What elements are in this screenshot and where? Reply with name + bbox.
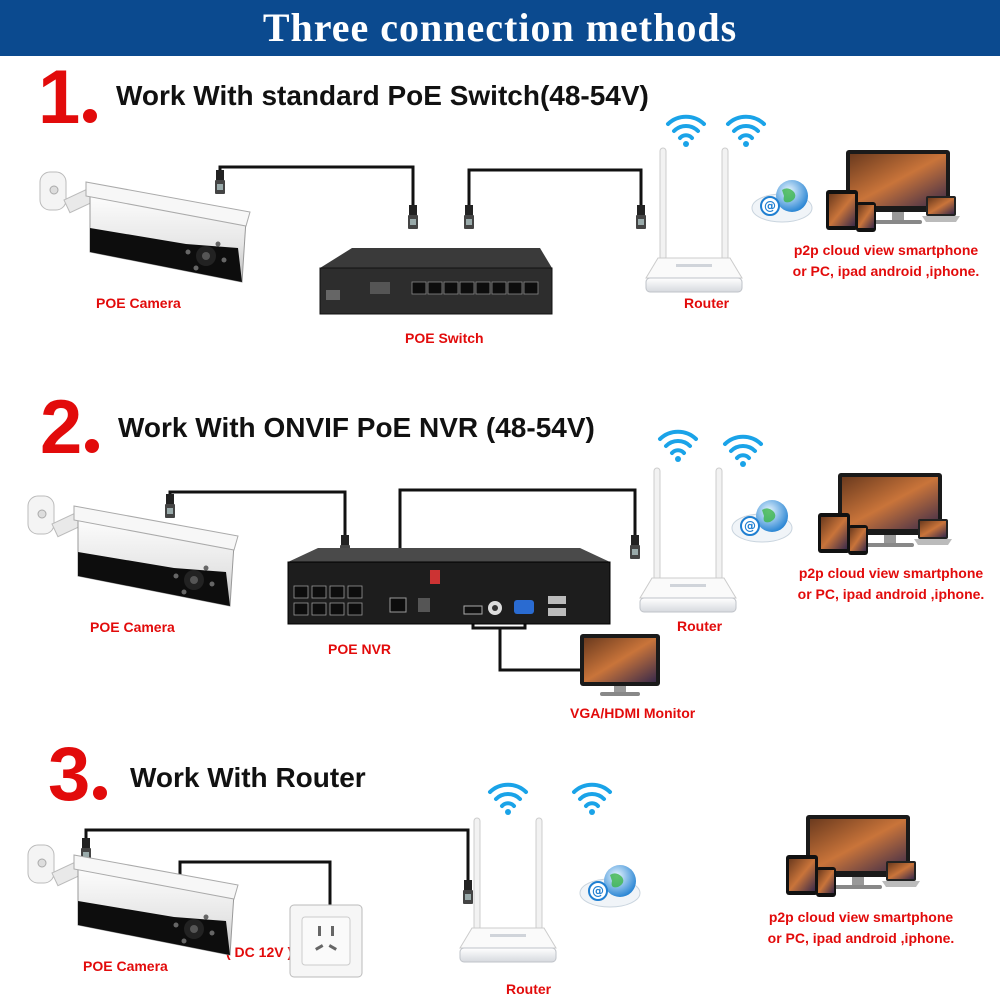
wifi-icon <box>658 429 698 464</box>
wifi-icon <box>726 114 766 149</box>
section-3-router-label: Router <box>506 981 552 997</box>
section-2-router-label: Router <box>677 618 723 634</box>
section-3-camera-label: POE Camera <box>83 958 168 974</box>
wifi-icon <box>723 434 763 469</box>
wifi-icon <box>666 114 706 149</box>
wifi-icon <box>488 782 528 817</box>
section-3-number: 3 <box>48 737 108 813</box>
page-title: Three connection methods <box>0 0 1000 56</box>
section-2-monitor-label: VGA/HDMI Monitor <box>570 705 696 721</box>
section-1-title: Work With standard PoE Switch(48-54V) <box>116 80 649 111</box>
power-socket-icon <box>289 904 363 978</box>
nvr-icon <box>287 548 611 625</box>
devices-icon <box>786 815 920 897</box>
devices-icon <box>818 473 952 555</box>
cloud-at-icon <box>751 179 813 223</box>
section-2-camera-label: POE Camera <box>90 619 175 635</box>
section-1-router-label: Router <box>684 295 730 311</box>
section-2-nvr-label: POE NVR <box>328 641 392 657</box>
section-2-number: 2 <box>40 390 100 466</box>
section-2-title: Work With ONVIF PoE NVR (48-54V) <box>118 412 595 443</box>
section-1-diagram <box>218 165 643 215</box>
monitor-icon <box>580 634 660 696</box>
camera-icon <box>27 495 239 607</box>
router-icon <box>645 147 743 293</box>
section-1-camera-label: POE Camera <box>96 295 181 311</box>
poe-switch-icon <box>319 248 553 315</box>
section-3-dc-label: ( DC 12V ) <box>226 944 293 960</box>
cloud-at-icon <box>579 864 641 908</box>
section-1-switch-label: POE Switch <box>405 330 484 346</box>
router-icon <box>639 467 737 613</box>
cloud-at-icon <box>731 499 793 543</box>
section-1-plugs <box>215 170 646 229</box>
router-icon <box>459 817 557 963</box>
section-1-number: 1 <box>38 60 98 136</box>
devices-icon <box>826 150 960 232</box>
section-3-title: Work With Router <box>130 762 366 793</box>
wifi-icon <box>572 782 612 817</box>
